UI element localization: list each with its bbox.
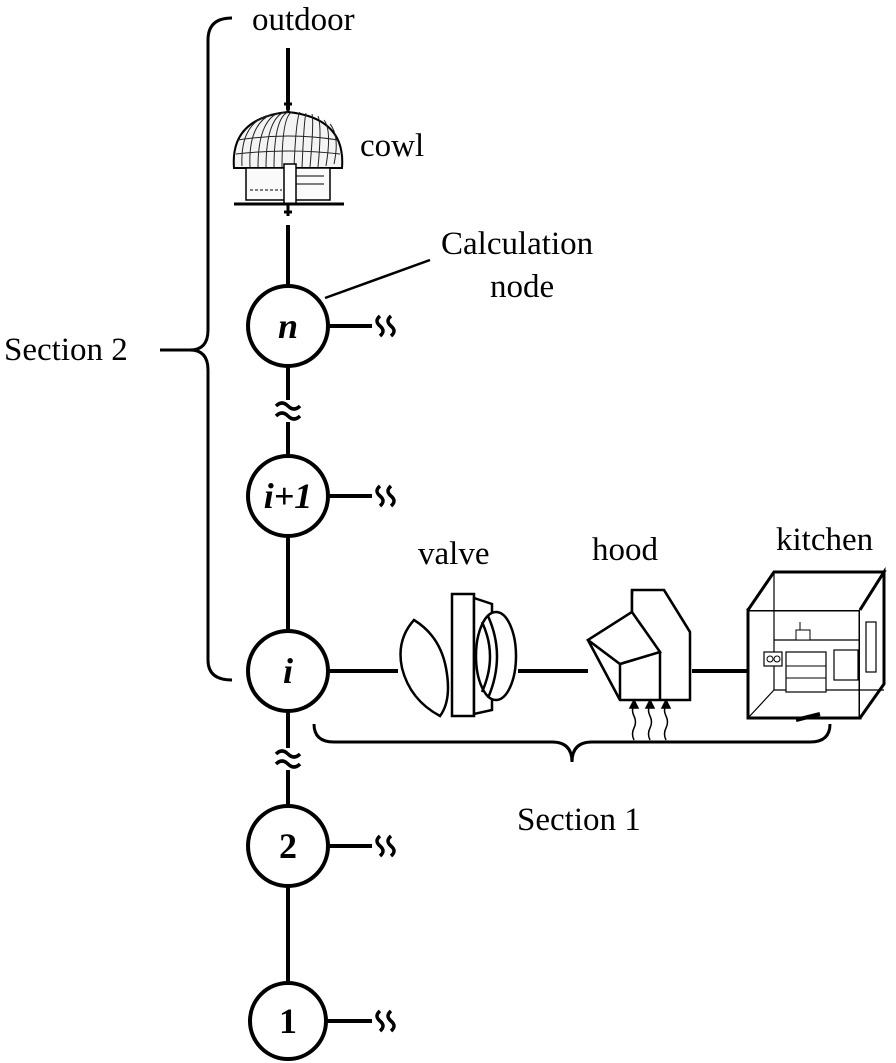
valve-label: valve bbox=[418, 536, 489, 572]
hood-label: hood bbox=[592, 532, 659, 568]
shaft-break-upper bbox=[274, 401, 302, 421]
node-2-label: 2 bbox=[279, 826, 297, 866]
calc-node-label-line1: Calculation bbox=[441, 226, 593, 262]
cowl-icon bbox=[232, 100, 344, 216]
wavy-branch-icon bbox=[375, 314, 396, 338]
section2-brace bbox=[189, 16, 233, 682]
wavy-branch-icon bbox=[375, 1009, 396, 1033]
node-1-label: 1 bbox=[279, 1001, 297, 1041]
node-i-plus-1: i+1 bbox=[246, 454, 396, 538]
cowl-label: cowl bbox=[360, 128, 424, 164]
node-n: n bbox=[246, 284, 396, 368]
node-i: i bbox=[246, 629, 330, 713]
shaft-break-lower bbox=[274, 749, 302, 769]
outdoor-label: outdoor bbox=[252, 2, 355, 38]
section1-brace bbox=[312, 723, 832, 763]
node-2: 2 bbox=[246, 804, 396, 888]
node-i-plus-1-label: i+1 bbox=[264, 476, 313, 516]
calc-node-leader-line bbox=[324, 258, 431, 300]
node-n-label: n bbox=[278, 306, 298, 346]
node-1: 1 bbox=[248, 981, 396, 1061]
wavy-branch-icon bbox=[375, 834, 396, 858]
section1-label: Section 1 bbox=[517, 802, 641, 838]
calc-node-label-line2: node bbox=[490, 269, 554, 305]
hood-icon bbox=[585, 588, 692, 702]
kitchen-label: kitchen bbox=[776, 522, 873, 558]
airflow-arrows-icon bbox=[628, 698, 672, 741]
node-i-label: i bbox=[283, 651, 293, 691]
section2-label: Section 2 bbox=[4, 332, 128, 368]
kitchen-icon bbox=[746, 566, 887, 722]
valve-icon bbox=[399, 592, 518, 718]
wavy-branch-icon bbox=[375, 484, 396, 508]
